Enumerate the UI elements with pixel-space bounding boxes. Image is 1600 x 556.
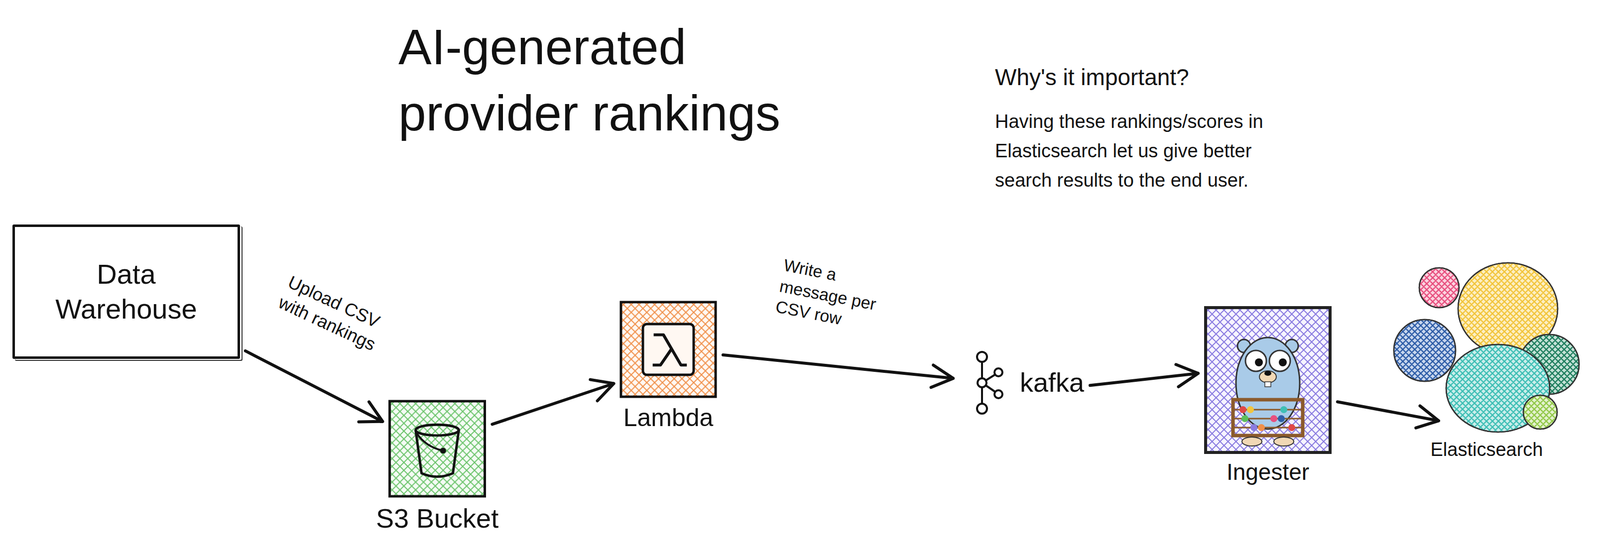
kafka-icon bbox=[959, 347, 1005, 419]
arrow-connector bbox=[245, 351, 383, 423]
arrow-line bbox=[492, 379, 614, 425]
box-label: Data Warehouse bbox=[46, 256, 207, 327]
diagram-title: AI-generated provider rankings bbox=[398, 13, 872, 147]
icon-frame bbox=[1390, 259, 1583, 435]
lambda-icon bbox=[619, 300, 718, 399]
service-node: kafka bbox=[959, 347, 1085, 419]
edge-label: Upload CSV with rankings bbox=[274, 270, 412, 367]
icon-node: Elasticsearch bbox=[1390, 259, 1583, 463]
icon-label: Elasticsearch bbox=[1430, 438, 1544, 463]
arrow-line bbox=[1337, 401, 1439, 428]
icon-label: kafka bbox=[1019, 366, 1085, 400]
elasticsearch-logo bbox=[1390, 259, 1583, 435]
gopher-icon bbox=[1204, 306, 1332, 455]
arrow-connector bbox=[1090, 364, 1199, 387]
arrow-connector bbox=[492, 379, 614, 425]
note-heading: Why's it important? bbox=[994, 63, 1344, 92]
arrow-line bbox=[723, 355, 954, 388]
process-box: Data Warehouse bbox=[12, 224, 241, 360]
icon-node: Ingester bbox=[1204, 306, 1332, 488]
icon-label: Ingester bbox=[1226, 458, 1310, 488]
icon-frame bbox=[959, 347, 1005, 419]
arrow-line bbox=[1090, 364, 1199, 387]
icon-frame bbox=[619, 300, 718, 399]
icon-node: Lambda bbox=[619, 300, 718, 434]
note-text: Having these rankings/scores in Elastics… bbox=[994, 107, 1272, 196]
icon-node: S3 Bucket bbox=[375, 399, 499, 536]
icon-label: S3 Bucket bbox=[375, 501, 499, 536]
icon-frame bbox=[1204, 306, 1332, 455]
icon-frame bbox=[387, 399, 487, 498]
arrow-line bbox=[245, 351, 383, 423]
edge-label: Write a message per CSV row bbox=[773, 254, 900, 339]
arrow-connector bbox=[723, 355, 954, 388]
bucket-icon bbox=[387, 399, 487, 498]
icon-label: Lambda bbox=[623, 402, 714, 434]
arrow-connector bbox=[1337, 401, 1439, 428]
